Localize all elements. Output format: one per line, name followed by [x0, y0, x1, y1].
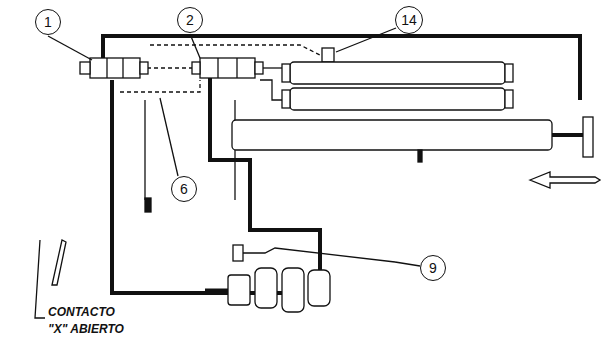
callout-number: 9	[429, 261, 437, 275]
callout-number: 6	[180, 182, 188, 196]
callout-number: 2	[186, 13, 194, 27]
contact-label: CONTACTO "X" ABIERTO	[48, 304, 130, 338]
callout-circle: 14	[395, 6, 423, 34]
callout-number: 1	[44, 15, 52, 29]
callout-circle: 9	[420, 255, 446, 281]
callout-number: 14	[401, 13, 417, 27]
callout-circle: 2	[177, 7, 203, 33]
callout-circle: 1	[35, 9, 61, 35]
callout-circle: 6	[171, 176, 197, 202]
